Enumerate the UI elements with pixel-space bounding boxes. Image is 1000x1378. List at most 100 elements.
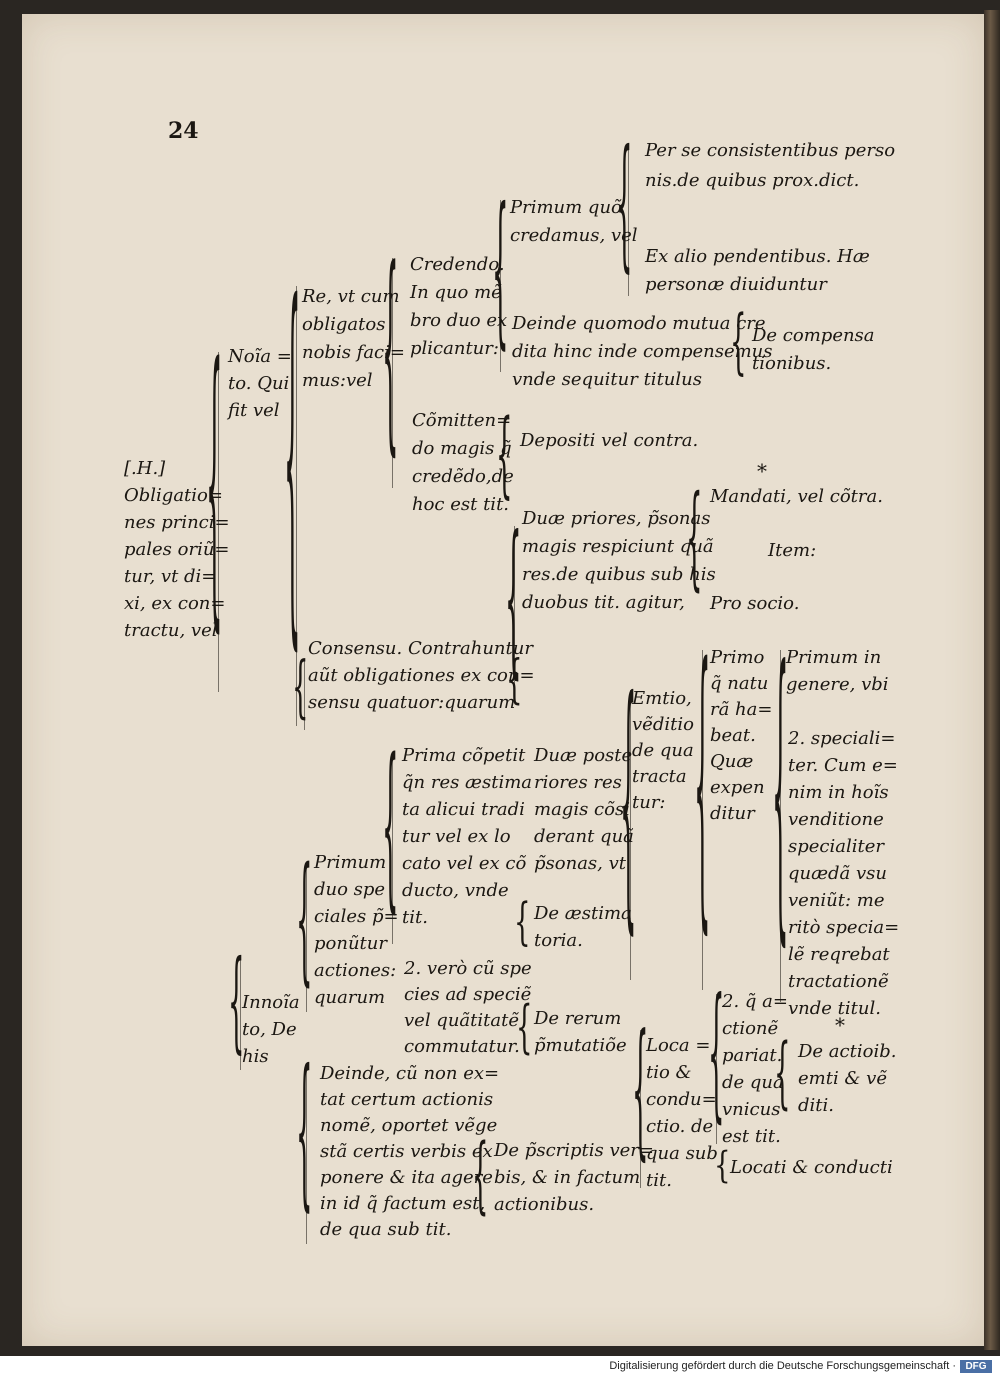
entry-line-primum-duo: ciales p̃= (314, 906, 399, 927)
bracket-glyph: { (714, 1145, 731, 1188)
entry-line-comittendo: credẽdo,de (412, 466, 514, 487)
bracket-rule (514, 526, 515, 698)
entry-line-specialiter: vnde titul. (788, 998, 881, 1019)
entry-line-ex-alio: personæ diuiduntur (645, 274, 827, 295)
bracket-glyph: { (296, 843, 313, 1004)
entry-line-deinde-cum: tat certum actionis (320, 1089, 494, 1110)
entry-line-noia: fit vel (228, 400, 280, 421)
bracket-rule (306, 862, 307, 1012)
entry-line-root: Obligatio= (124, 485, 223, 506)
entry-line-innoia: to, De (242, 1019, 297, 1040)
entry-line-prima-comp: Prima cõpetit (402, 745, 526, 766)
entry-line-deinde-cum: ponere & ita agere (320, 1167, 493, 1188)
entry-line-primo-q: ditur (710, 803, 755, 824)
entry-line-primum-quo: credamus, vel (510, 225, 638, 246)
entry-line-locatio: ctio. de (646, 1116, 714, 1137)
bracket-glyph: { (382, 728, 399, 935)
entry-line-emtio: tur: (632, 792, 666, 813)
entry-line-deinde-cum: de qua sub tit. (320, 1219, 452, 1240)
entry-line-credendo: bro duo ex (410, 310, 508, 331)
entry-line-q-actione: pariat. (722, 1045, 783, 1066)
dfg-logo: DFG (960, 1360, 992, 1373)
entry-line-de-aestim: De æstima (534, 903, 632, 924)
asterisk-mark: * (757, 459, 767, 483)
entry-line-root: xi, ex con= (124, 593, 226, 614)
entry-line-root: tur, vt di= (124, 566, 217, 587)
entry-line-locatio: tit. (646, 1170, 672, 1191)
entry-line-primo-q: beat. (710, 725, 756, 746)
bracket-rule (630, 690, 631, 980)
entry-line-primo-q: q̃ natu (710, 673, 769, 694)
entry-line-de-pscriptis: De p̃scriptis ver= (494, 1140, 654, 1161)
entry-line-comittendo: Cõmitten= (412, 410, 512, 431)
entry-line-specialiter: specialiter (788, 836, 884, 857)
entry-line-re: mus:vel (302, 370, 373, 391)
funding-notice: Digitalisierung gefördert durch die Deut… (609, 1360, 956, 1372)
bracket-rule (240, 960, 241, 1070)
bracket-glyph: { (730, 302, 747, 385)
entry-line-specialiter: tractationẽ (788, 971, 889, 992)
bracket-glyph: { (514, 894, 531, 953)
bracket-glyph: { (516, 995, 533, 1062)
entry-line-deinde-cum: stã certis verbis ex (320, 1141, 493, 1162)
entry-line-specialiter: quædã vsu (788, 863, 888, 884)
entry-line-vero: vel quãtitatẽ (404, 1010, 519, 1031)
entry-line-primum-duo: quarum (314, 987, 386, 1008)
entry-line-comittendo: hoc est tit. (412, 494, 510, 515)
entry-line-de-compens: tionibus. (752, 353, 832, 374)
entry-line-mandati: Mandati, vel cõtra. (710, 486, 883, 507)
footer-bar (0, 1356, 1000, 1378)
entry-line-locatio: Loca = (646, 1035, 711, 1056)
bracket-glyph: { (774, 1030, 791, 1120)
bracket-glyph: { (284, 241, 301, 694)
entry-line-specialiter: veniũt: me (788, 890, 885, 911)
entry-line-credendo: Credendo. (410, 254, 505, 275)
bracket-glyph: { (505, 520, 522, 686)
entry-line-primum-duo: actiones: (314, 960, 397, 981)
bracket-rule (306, 1064, 307, 1244)
bracket-rule (500, 200, 501, 372)
entry-line-consensu: aũt obligationes ex con= (308, 665, 535, 686)
entry-line-prima-comp: q̃n res æstima (402, 772, 532, 793)
entry-line-deinde-quomodo: dita hinc inde compensemus (512, 341, 773, 362)
bracket-glyph: { (496, 402, 513, 511)
entry-line-specialiter: 2. speciali= (788, 728, 896, 749)
entry-line-q-actione: vnicus (722, 1099, 781, 1120)
bracket-glyph: { (382, 231, 399, 482)
entry-line-q-actione: de qua (722, 1072, 784, 1093)
entry-line-de-compens: De compensa (752, 325, 875, 346)
entry-line-vero: 2. verò cũ spe (404, 958, 532, 979)
bracket-glyph: { (206, 316, 223, 667)
entry-line-de-rerum: p̃mutatiõe (534, 1035, 627, 1056)
entry-line-deinde-quomodo: vnde sequitur titulus (512, 369, 702, 390)
bracket-glyph: { (472, 1129, 489, 1226)
entry-line-vero: cies ad speciẽ (404, 984, 532, 1005)
bracket-glyph: { (620, 655, 637, 966)
entry-line-deinde-quomodo: Deinde quomodo mutua cre (512, 313, 766, 334)
entry-line-duae-priores: Duæ priores, p̃sonas (522, 508, 711, 529)
bracket-rule (304, 660, 305, 730)
entry-line-de-aestim: toria. (534, 930, 583, 951)
entry-line-vero: commutatur. (404, 1036, 520, 1057)
entry-line-q-actione: 2. q̃ a= (722, 991, 788, 1012)
bracket-rule (716, 994, 717, 1144)
entry-line-depositi: Depositi vel contra. (520, 430, 699, 451)
bracket-glyph: { (228, 941, 245, 1068)
entry-line-q-actione: ctionẽ (722, 1018, 779, 1039)
entry-line-de-pscriptis: actionibus. (494, 1194, 595, 1215)
entry-line-locatio: condu= (646, 1089, 717, 1110)
bracket-glyph: { (616, 125, 633, 290)
bracket-rule (628, 146, 629, 296)
entry-line-deinde-cum: nomẽ, oportet vẽge (320, 1115, 498, 1136)
entry-line-duae-priores: duobus tit. agitur, (522, 592, 685, 613)
entry-line-prima-comp: ta alicui tradi (402, 799, 525, 820)
entry-line-root: tractu, vel (124, 620, 218, 641)
entry-line-innoia: his (242, 1046, 269, 1067)
entry-line-primum-quo: Primum quõ (510, 197, 622, 218)
entry-line-de-rerum: De rerum (534, 1008, 622, 1029)
entry-line-comittendo: do magis q̃ (412, 438, 512, 459)
entry-line-emtio: Emtio, (632, 688, 692, 709)
entry-line-duae-post: derant quã (534, 826, 634, 847)
entry-line-prima-comp: tit. (402, 907, 428, 928)
bracket-rule (640, 1030, 641, 1188)
